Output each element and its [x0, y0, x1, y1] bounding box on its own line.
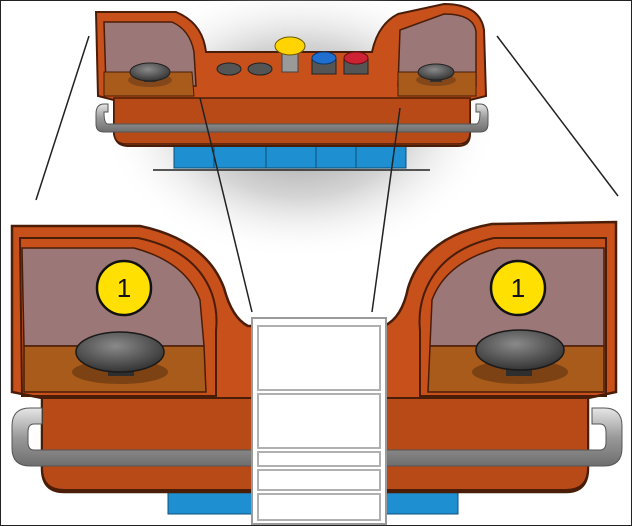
callout-number: 1: [511, 273, 525, 303]
callout-left: 1: [95, 259, 153, 317]
left-panel-glass: [103, 21, 197, 87]
callout-number: 1: [117, 273, 131, 303]
handrail-icon: [11, 407, 623, 467]
console-front: [113, 97, 471, 145]
handrail-icon: [95, 103, 489, 133]
callout-right: 1: [489, 259, 547, 317]
push-button-icon: [343, 51, 369, 75]
push-button-icon: [216, 62, 242, 76]
push-button-icon: [311, 51, 337, 75]
emergency-stop-button-icon: [274, 36, 306, 73]
center-panel-cutaway: [251, 317, 387, 525]
joystick-icon: [128, 62, 172, 87]
right-panel-glass: [397, 13, 477, 87]
joystick-icon: [472, 329, 568, 384]
joystick-icon: [416, 63, 456, 86]
joystick-icon: [72, 331, 168, 384]
zoom-connector-lines: [35, 35, 619, 313]
push-button-icon: [247, 62, 273, 76]
